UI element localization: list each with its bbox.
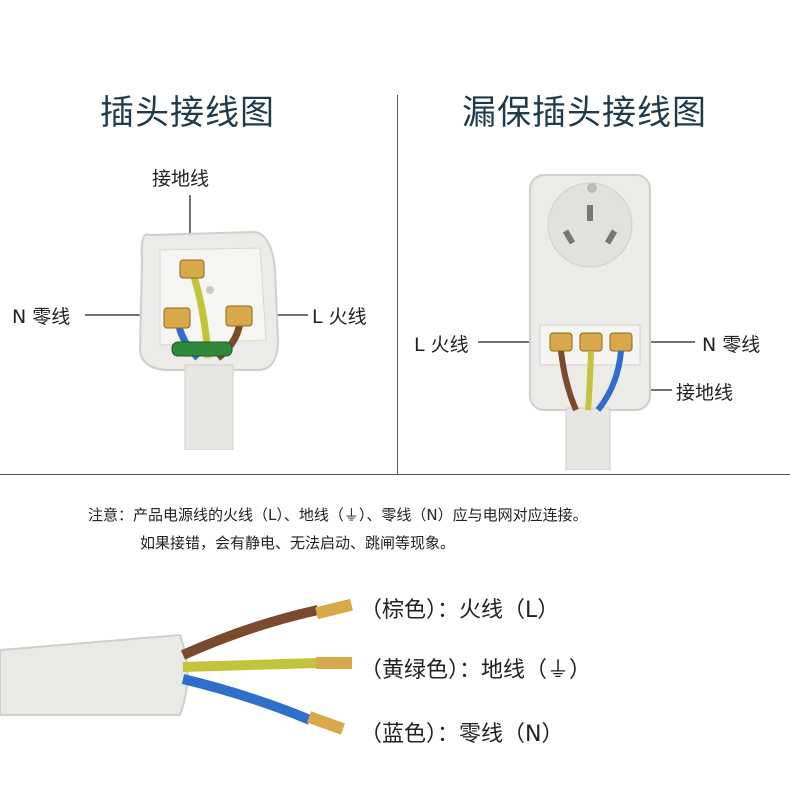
right-live-label: L 火线	[414, 334, 469, 356]
right-ground-label: 接地线	[676, 382, 734, 404]
wire-label-ground: （黄绿色）：地线（⏚）	[360, 658, 592, 683]
right-title: 漏保插头接线图	[462, 93, 707, 133]
rcd-plug-illustration	[478, 174, 695, 470]
note-line-2: 如果接错，会有静电、无法启动、跳闸等现象。	[140, 534, 456, 552]
cable-illustration	[0, 598, 353, 735]
wire-label-live: （棕色）：火线（L）	[360, 598, 560, 623]
left-neutral-label: N 零线	[12, 306, 71, 328]
note-line-1: 注意：产品电源线的火线（L）、地线（⏚）、零线（N）应与电网对应连接。	[88, 506, 588, 524]
left-live-label: L 火线	[312, 306, 367, 328]
uk-plug-illustration	[85, 195, 308, 450]
wire-label-neutral: （蓝色）：零线（N）	[360, 722, 564, 747]
right-neutral-label: N 零线	[702, 334, 761, 356]
vertical-divider	[397, 95, 398, 475]
horizontal-divider	[0, 474, 790, 475]
left-ground-label: 接地线	[152, 168, 210, 190]
left-title: 插头接线图	[100, 93, 275, 133]
